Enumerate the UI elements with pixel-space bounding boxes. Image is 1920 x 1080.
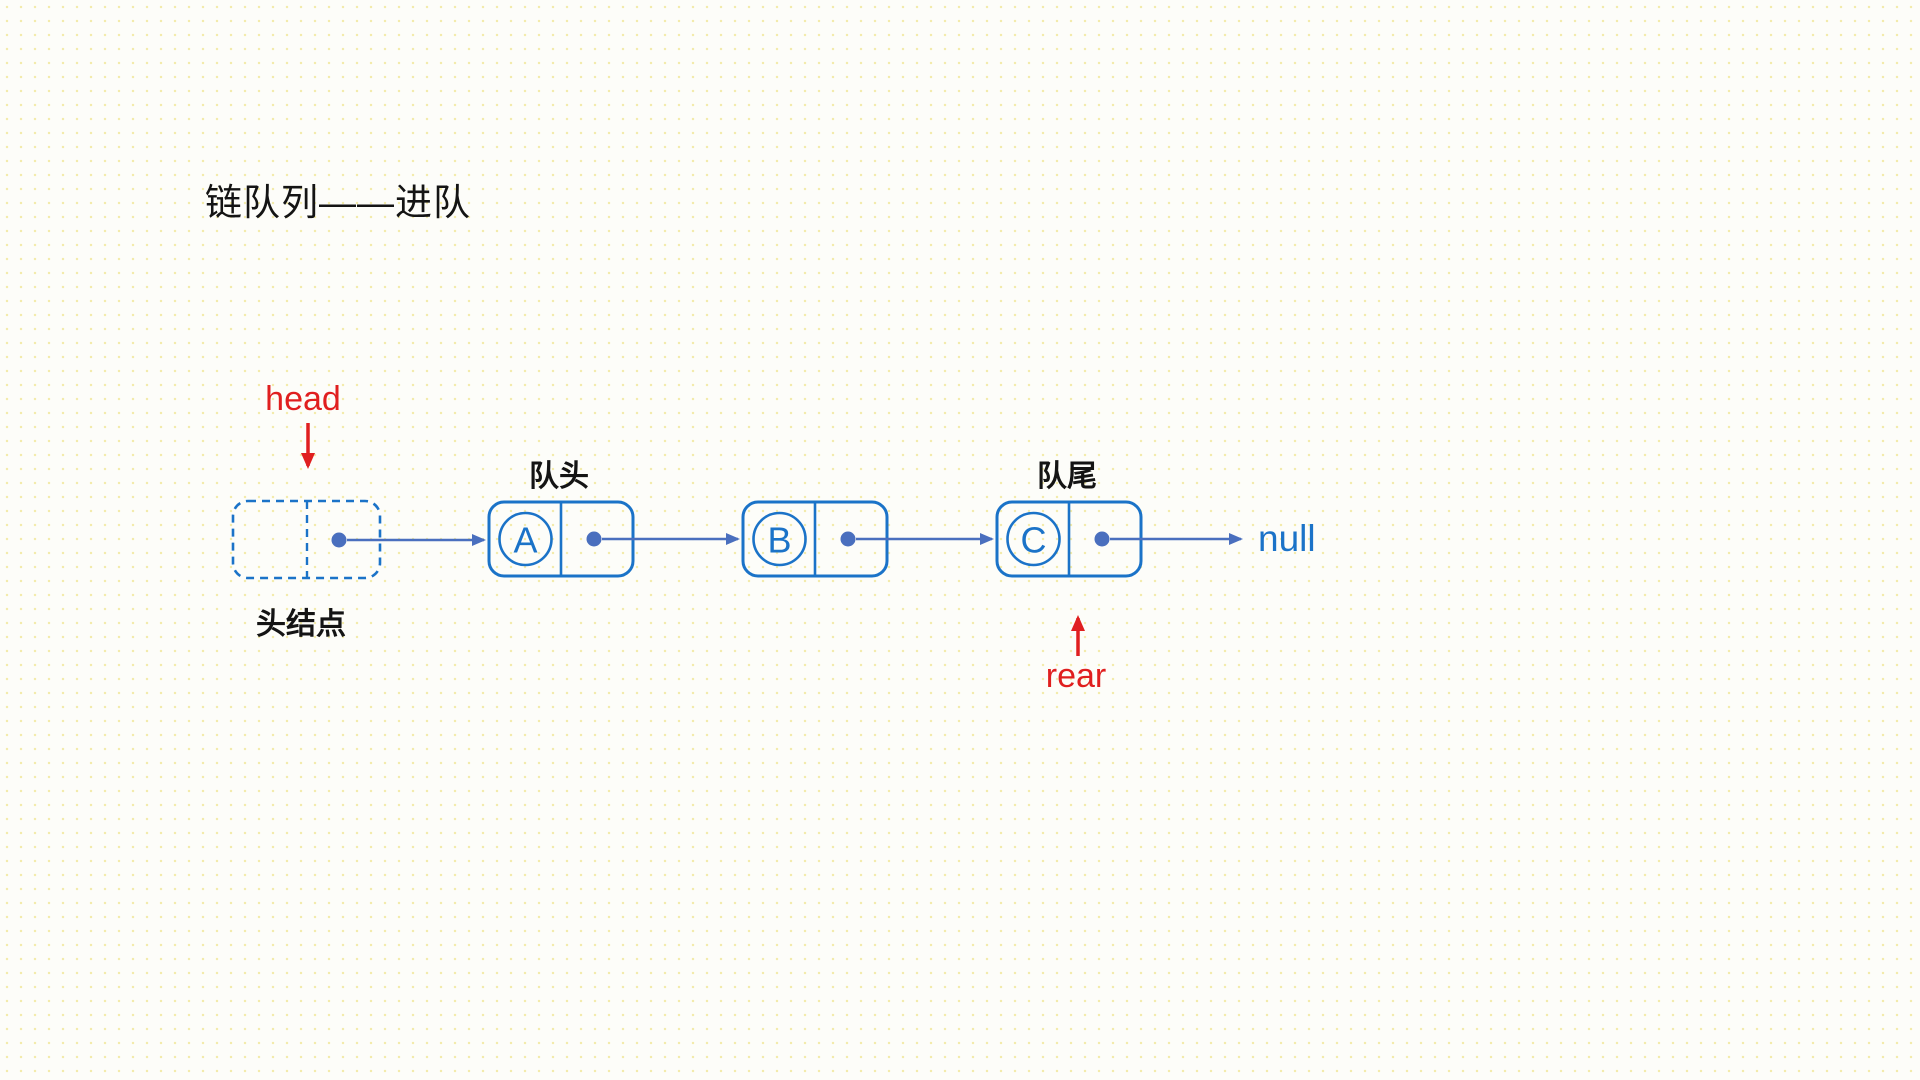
node-b: B — [741, 500, 889, 578]
node-b-pointer-dot — [840, 531, 856, 547]
node-c-pointer-dot — [1094, 531, 1110, 547]
node-b-value: B — [767, 520, 791, 561]
node-b-value-circle — [752, 511, 807, 567]
node-a-pointer-dot — [586, 531, 602, 547]
head-node-box — [231, 499, 382, 580]
node-c-value-circle — [1006, 511, 1061, 567]
node-c-value: C — [1021, 520, 1047, 561]
queue-front-label: 队头 — [529, 460, 589, 493]
head-pointer-label: head — [265, 380, 341, 418]
head-node-label: 头结点 — [256, 608, 346, 641]
head-node-pointer-dot — [331, 532, 347, 548]
page-title: 链队列——进队 — [205, 182, 471, 223]
null-label: null — [1258, 518, 1316, 559]
node-a-value-circle — [498, 511, 553, 567]
rear-pointer-label: rear — [1045, 657, 1107, 695]
node-a: A — [487, 500, 635, 578]
queue-tail-label: 队尾 — [1037, 460, 1097, 493]
node-a-value: A — [513, 520, 537, 561]
